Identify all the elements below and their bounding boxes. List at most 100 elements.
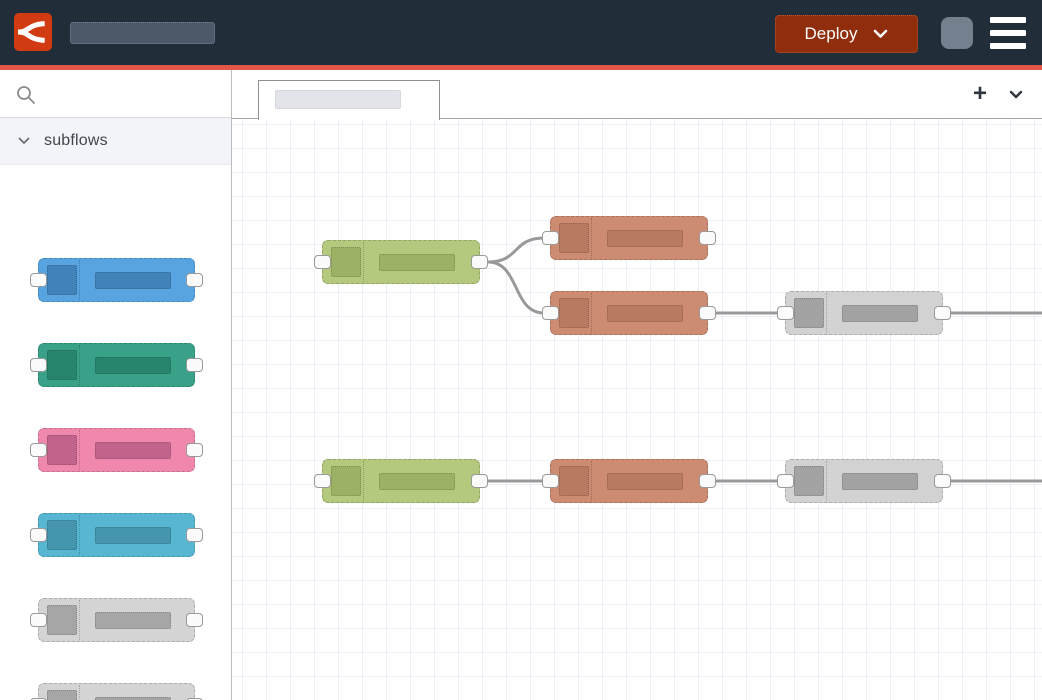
node-input-port[interactable] <box>30 528 47 542</box>
flow-workspace: + <box>232 70 1042 700</box>
node-icon-placeholder <box>47 350 77 380</box>
node-input-port[interactable] <box>30 273 47 287</box>
flow-node-orange[interactable] <box>550 459 708 503</box>
node-input-port[interactable] <box>314 474 331 488</box>
node-divider <box>79 430 80 470</box>
user-avatar[interactable] <box>941 17 973 49</box>
node-icon-placeholder <box>47 265 77 295</box>
node-output-port[interactable] <box>471 255 488 269</box>
node-icon-placeholder <box>47 435 77 465</box>
node-output-port[interactable] <box>699 231 716 245</box>
workspace-tab[interactable] <box>258 80 440 120</box>
chevron-down-icon <box>18 137 30 145</box>
palette-node-gray[interactable] <box>38 683 195 700</box>
palette-node-green[interactable] <box>38 343 195 387</box>
node-input-port[interactable] <box>777 306 794 320</box>
node-divider <box>591 461 592 501</box>
node-divider <box>826 461 827 501</box>
flow-node-green[interactable] <box>322 459 480 503</box>
node-icon-placeholder <box>559 298 589 328</box>
node-input-port[interactable] <box>30 613 47 627</box>
workspace-tabbar: + <box>232 70 1042 119</box>
plus-icon: + <box>973 80 987 108</box>
palette-node-pink[interactable] <box>38 428 195 472</box>
node-label-placeholder <box>379 254 455 271</box>
node-label-placeholder <box>607 473 683 490</box>
deploy-chevron-icon <box>873 29 888 39</box>
node-red-logo <box>14 13 52 51</box>
node-divider <box>591 218 592 258</box>
flow-node-gray[interactable] <box>785 459 943 503</box>
node-label-placeholder <box>95 357 171 374</box>
add-flow-button[interactable]: + <box>966 80 994 108</box>
node-label-placeholder <box>607 230 683 247</box>
node-output-port[interactable] <box>186 613 203 627</box>
node-divider <box>79 260 80 300</box>
node-icon-placeholder <box>794 298 824 328</box>
node-icon-placeholder <box>559 466 589 496</box>
node-icon-placeholder <box>47 690 77 700</box>
node-output-port[interactable] <box>934 474 951 488</box>
node-output-port[interactable] <box>186 358 203 372</box>
node-red-logo-icon <box>18 17 48 47</box>
node-label-placeholder <box>95 442 171 459</box>
hamburger-bar <box>990 30 1026 36</box>
node-label-placeholder <box>95 527 171 544</box>
node-input-port[interactable] <box>542 231 559 245</box>
node-output-port[interactable] <box>186 443 203 457</box>
node-label-placeholder <box>379 473 455 490</box>
flow-node-orange[interactable] <box>550 216 708 260</box>
hamburger-bar <box>990 17 1026 23</box>
node-input-port[interactable] <box>30 443 47 457</box>
search-icon <box>16 85 36 105</box>
node-divider <box>363 242 364 282</box>
node-divider <box>79 345 80 385</box>
node-icon-placeholder <box>794 466 824 496</box>
palette-node-gray[interactable] <box>38 598 195 642</box>
node-divider <box>79 600 80 640</box>
node-label-placeholder <box>95 272 171 289</box>
node-output-port[interactable] <box>186 273 203 287</box>
flow-node-gray[interactable] <box>785 291 943 335</box>
node-label-placeholder <box>95 612 171 629</box>
palette-sidebar: subflows <box>0 70 232 700</box>
node-divider <box>79 685 80 700</box>
node-divider <box>79 515 80 555</box>
palette-node-blue[interactable] <box>38 258 195 302</box>
node-output-port[interactable] <box>471 474 488 488</box>
node-output-port[interactable] <box>934 306 951 320</box>
node-icon-placeholder <box>331 466 361 496</box>
node-icon-placeholder <box>331 247 361 277</box>
chevron-down-icon <box>1009 90 1023 99</box>
node-input-port[interactable] <box>777 474 794 488</box>
node-input-port[interactable] <box>542 306 559 320</box>
node-label-placeholder <box>842 305 918 322</box>
flow-node-green[interactable] <box>322 240 480 284</box>
node-divider <box>591 293 592 333</box>
node-label-placeholder <box>607 305 683 322</box>
node-icon-placeholder <box>559 223 589 253</box>
app-title-placeholder <box>70 22 215 44</box>
node-divider <box>826 293 827 333</box>
hamburger-bar <box>990 43 1026 49</box>
deploy-button-label: Deploy <box>805 24 858 44</box>
node-input-port[interactable] <box>314 255 331 269</box>
node-input-port[interactable] <box>542 474 559 488</box>
workspace-grid[interactable] <box>232 119 1042 700</box>
node-input-port[interactable] <box>30 358 47 372</box>
deploy-button[interactable]: Deploy <box>775 15 918 53</box>
node-output-port[interactable] <box>699 474 716 488</box>
node-divider <box>363 461 364 501</box>
header-bar: Deploy <box>0 0 1042 65</box>
palette-category-subflows[interactable]: subflows <box>0 118 231 165</box>
node-icon-placeholder <box>47 605 77 635</box>
palette-node-cyan[interactable] <box>38 513 195 557</box>
hamburger-menu-icon[interactable] <box>990 17 1026 49</box>
flow-node-orange[interactable] <box>550 291 708 335</box>
node-output-port[interactable] <box>699 306 716 320</box>
node-output-port[interactable] <box>186 528 203 542</box>
palette-category-label: subflows <box>44 132 108 150</box>
flow-list-button[interactable] <box>1002 80 1030 108</box>
palette-search[interactable] <box>0 70 231 118</box>
